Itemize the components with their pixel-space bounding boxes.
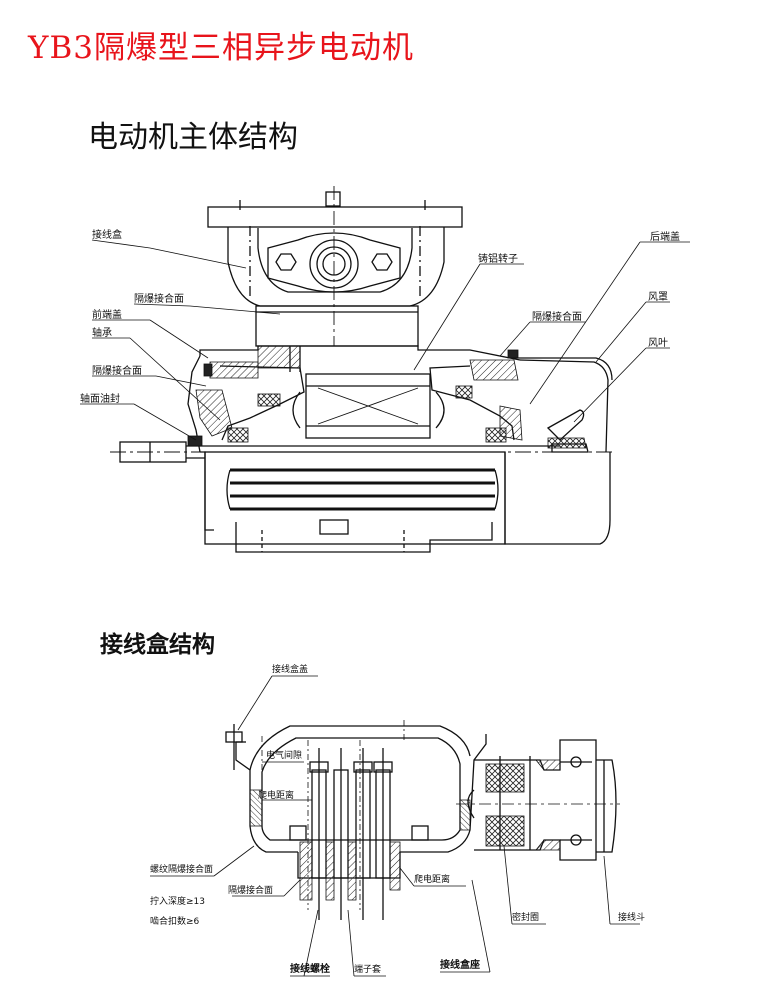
label-clearance: 电气间隙 (266, 749, 302, 761)
motor-body-outline (110, 186, 613, 553)
label-screw-depth: 拧入深度≥13 (150, 895, 205, 907)
label-rear-end-cover: 后端盖 (650, 230, 680, 243)
label-thread-joint: 螺纹隔爆接合面 (150, 863, 213, 875)
box-leader-lines (150, 675, 640, 977)
label-terminal-box: 接线盒 (92, 228, 122, 241)
label-flameproof-joint-2: 隔爆接合面 (92, 364, 142, 377)
label-terminal-bolt: 接线螺栓 (290, 962, 330, 975)
label-fan-cover: 风罩 (648, 291, 668, 303)
label-cable-gland: 接线斗 (618, 911, 645, 923)
motor-leader-lines (80, 239, 690, 441)
section-title-terminal-box: 接线盒结构 (100, 632, 215, 658)
label-bearing: 轴承 (92, 326, 112, 339)
label-creepage-1: 爬电距离 (258, 789, 294, 801)
label-front-end-cover: 前端盖 (92, 308, 122, 321)
label-seal-ring: 密封圈 (512, 911, 539, 923)
section-title-motor: 电动机主体结构 (88, 120, 298, 155)
label-flameproof-joint-3: 隔爆接合面 (532, 310, 582, 323)
label-shaft-seal: 轴面油封 (80, 392, 120, 405)
label-terminal-sleeve: 端子套 (354, 963, 381, 975)
label-box-cover: 接线盒盖 (272, 663, 308, 675)
label-flameproof-joint-1: 隔爆接合面 (134, 292, 184, 305)
label-creepage-2: 爬电距离 (414, 873, 450, 885)
terminal-box-outline (225, 720, 620, 920)
label-flameproof-joint: 隔爆接合面 (228, 884, 273, 896)
label-box-base: 接线盒座 (440, 958, 480, 971)
label-fan: 风叶 (648, 337, 668, 349)
label-thread-count: 啮合扣数≥6 (150, 915, 200, 927)
page-title: YB3隔爆型三相异步电动机 (28, 30, 414, 66)
label-cast-al-rotor: 铸铝转子 (478, 252, 518, 265)
